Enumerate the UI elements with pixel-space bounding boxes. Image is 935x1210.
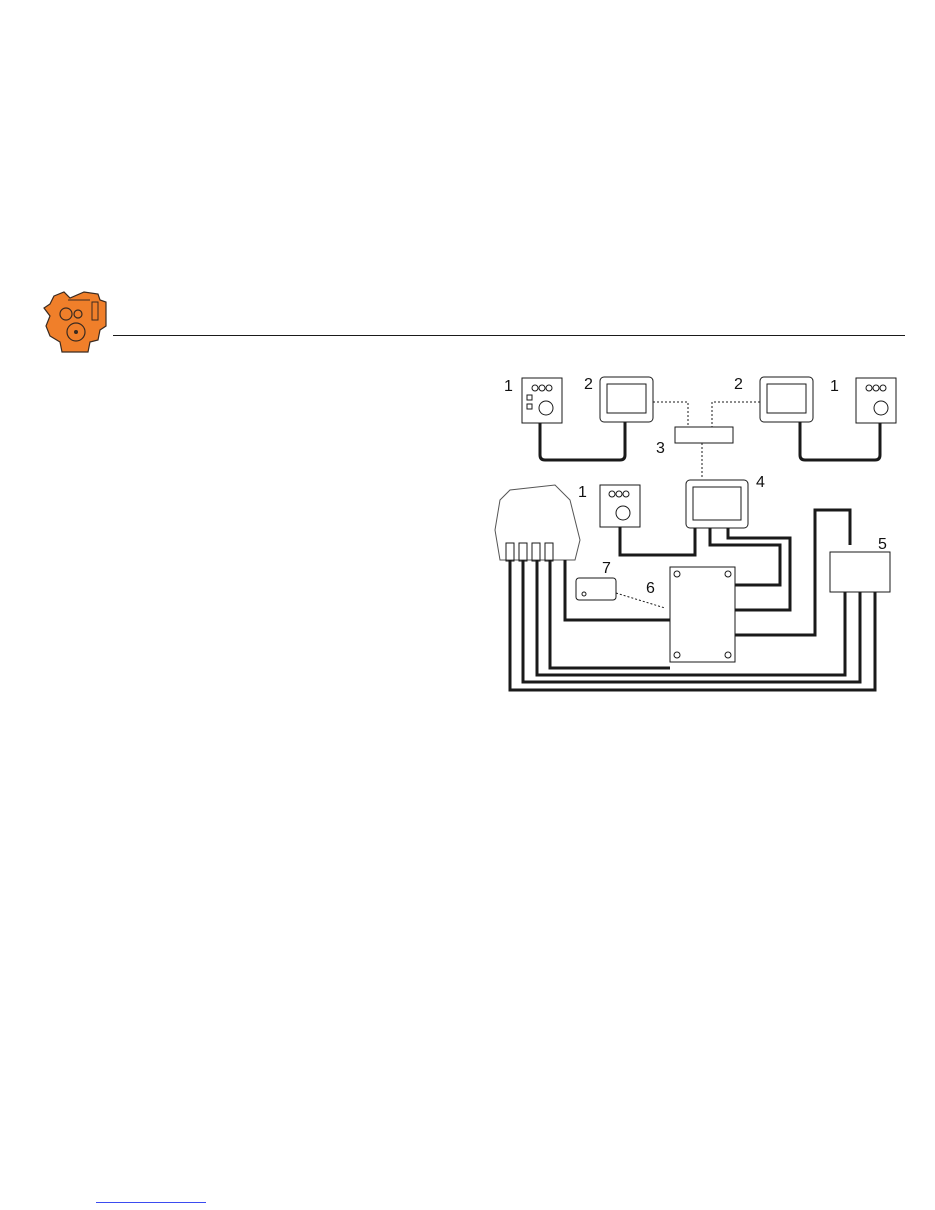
callout-2-top-left: 2: [584, 376, 593, 393]
footer-link-underline[interactable]: [96, 1202, 206, 1203]
callout-1-middle: 1: [578, 484, 587, 501]
header-rule: [113, 335, 905, 336]
control-panel-icon: [521, 377, 563, 424]
callout-6: 6: [646, 580, 655, 597]
callout-2-top-right: 2: [734, 376, 743, 393]
engine-logo-icon: [40, 286, 112, 356]
callout-1-top-right: 1: [830, 378, 839, 395]
callout-5: 5: [878, 536, 887, 553]
callout-4: 4: [756, 474, 765, 491]
callout-3: 3: [656, 440, 665, 457]
callout-7: 7: [602, 560, 611, 577]
callout-1-top-left: 1: [504, 378, 513, 395]
wiring-diagram: 1 2 3 2 1 1 4 5 6 7: [480, 360, 920, 700]
